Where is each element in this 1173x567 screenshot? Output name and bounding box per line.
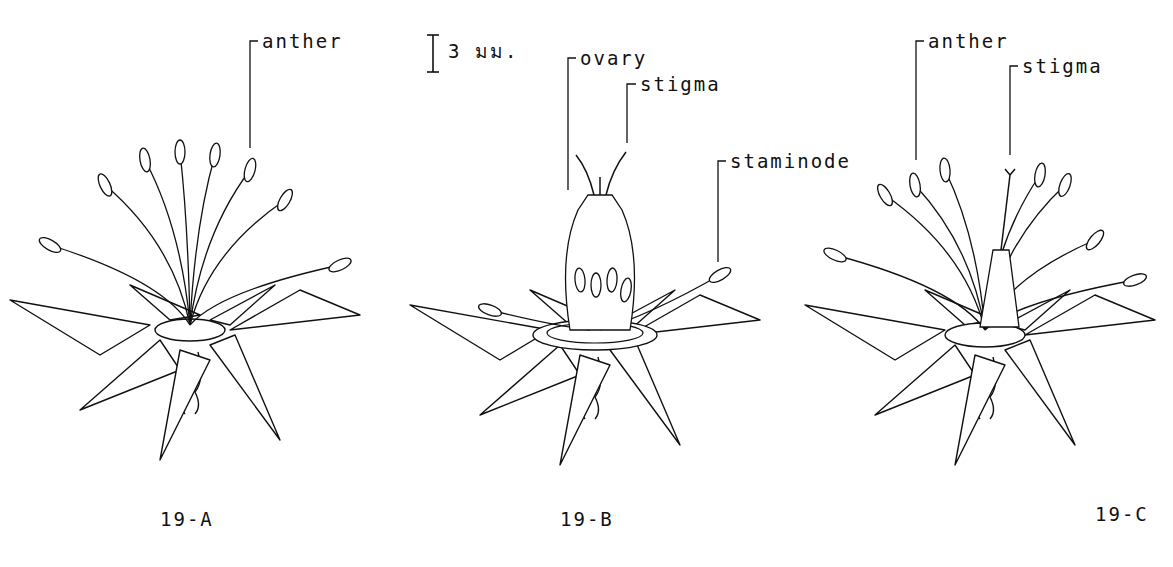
flower-b [410,152,760,465]
figure-number: 19-A [160,508,214,530]
part-label: stigma [1022,55,1103,77]
scale-label: 3 มม. [448,40,518,62]
part-label: staminode [730,150,851,172]
flower-c [805,158,1155,465]
part-label: stigma [640,73,721,95]
flower-a [10,140,360,460]
part-label: ovary [580,47,647,69]
figure-number: 19-B [560,508,614,530]
leader-lines [250,41,1018,262]
part-label: anther [928,30,1009,52]
figure-number: 19-C [1095,503,1149,525]
scale-bar [427,35,439,72]
part-label: anther [262,30,343,52]
